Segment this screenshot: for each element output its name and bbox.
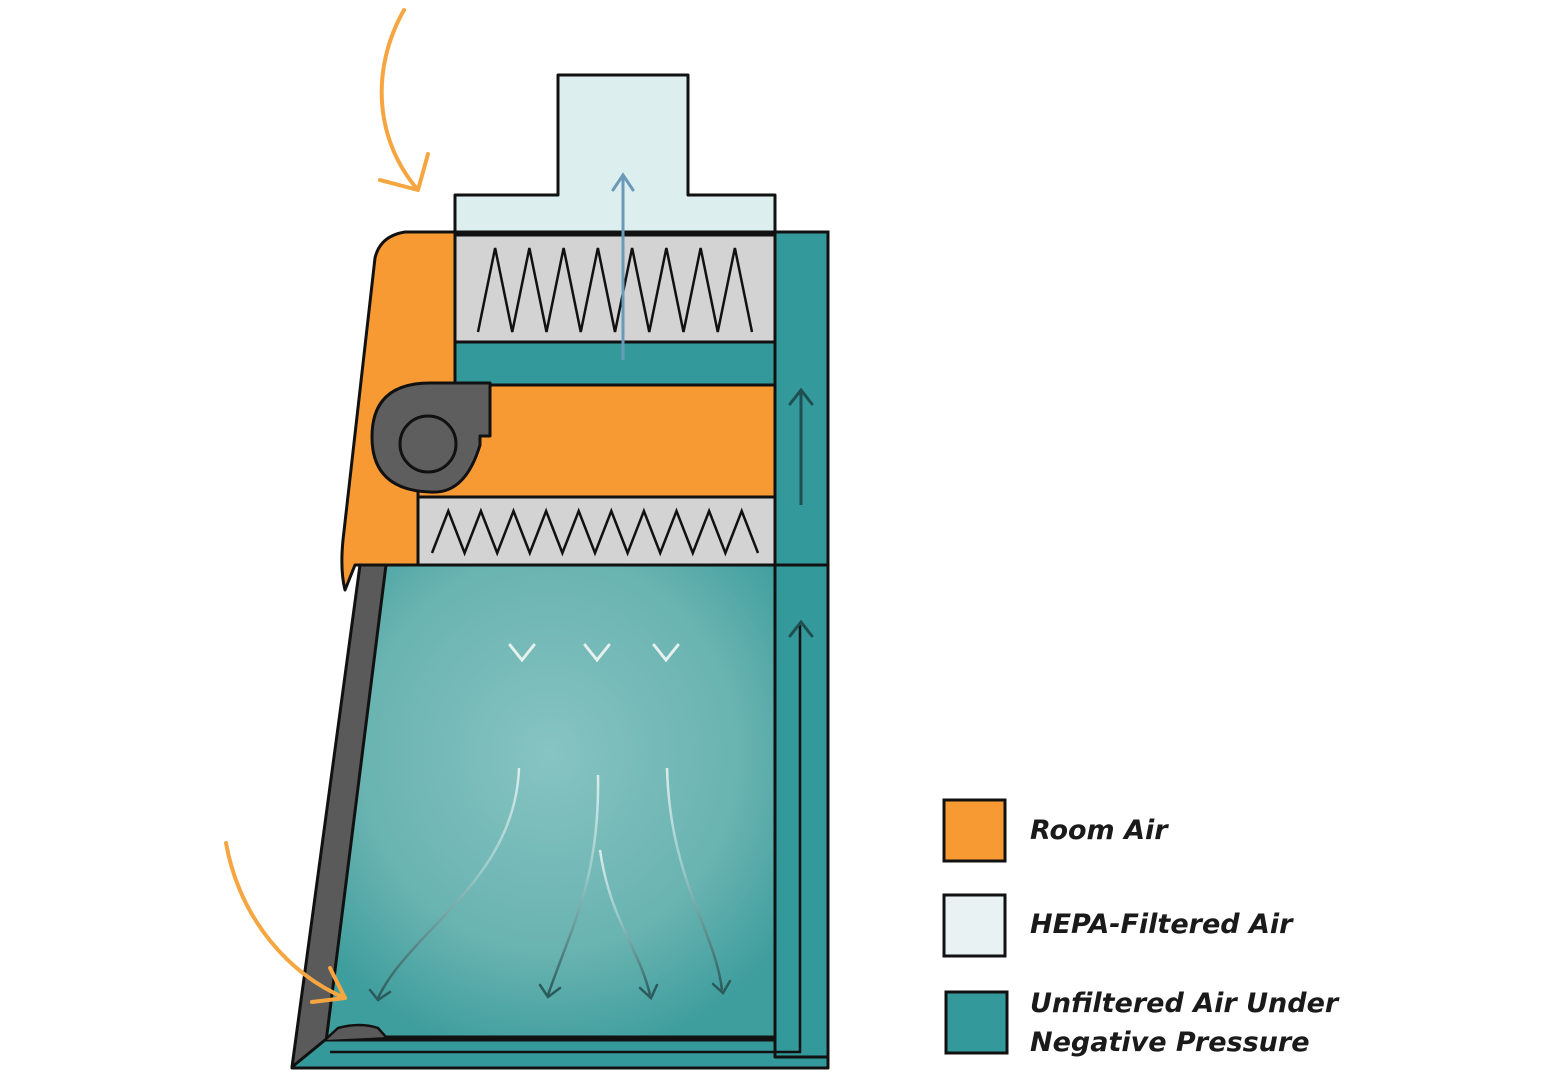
legend-label-room-air: Room Air (1030, 815, 1169, 846)
downflow-arrows (508, 462, 680, 663)
legend-item-hepa-filtered-air: HEPA-Filtered Air (942, 893, 1294, 958)
exhaust-duct (453, 73, 777, 237)
exhaust-hepa-filter (453, 233, 777, 344)
legend-item-room-air: Room Air (942, 798, 1169, 863)
legend: Room Air HEPA-Filtered Air Unfiltered Ai… (942, 798, 1340, 1058)
legend-swatch-hepa-filtered-air (942, 893, 1007, 958)
work-chamber (323, 563, 777, 1039)
exhaust-upflow-arrow (611, 172, 635, 360)
legend-label-unfiltered-air-line1: Unfiltered Air Under (1030, 988, 1340, 1019)
legend-label-unfiltered-air-line2: Negative Pressure (1030, 1027, 1310, 1058)
legend-swatch-room-air (942, 798, 1007, 863)
blower-fan-icon (370, 381, 492, 494)
legend-item-unfiltered-air: Unfiltered Air Under Negative Pressure (944, 988, 1340, 1058)
bottom-return-channel (290, 625, 830, 1070)
legend-swatch-unfiltered-air (944, 990, 1009, 1055)
work-surface-split-arrows (368, 767, 732, 1002)
room-air-intake-arrow-top (378, 8, 430, 192)
legend-label-hepa-filtered-air: HEPA-Filtered Air (1030, 909, 1294, 940)
rear-plenum-upflow-arrows (788, 387, 814, 638)
room-air-intake-arrow-bottom (224, 841, 347, 1004)
